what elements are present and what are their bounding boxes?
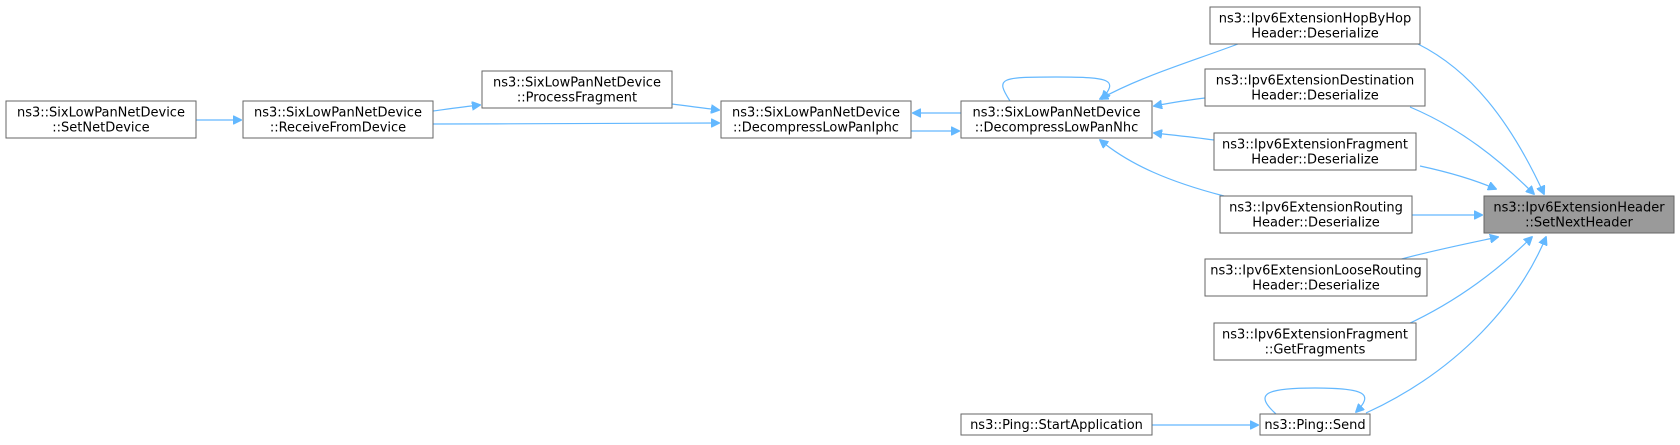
node-label-decompressnhc-line-0: ns3::SixLowPanNetDevice <box>973 106 1141 121</box>
node-label-receivefromdevice-line-1: ::ReceiveFromDevice <box>270 121 406 136</box>
edge-looserouting-to-setnextheader <box>1397 237 1498 261</box>
node-box-destination <box>1204 68 1426 107</box>
node-label-routing-line-0: ns3::Ipv6ExtensionRouting <box>1229 201 1403 216</box>
node-label-setnetdevice-line-0: ns3::SixLowPanNetDevice <box>17 106 185 121</box>
node-routing[interactable]: ns3::Ipv6ExtensionRoutingHeader::Deseria… <box>1219 195 1413 234</box>
node-label-decompressiphc-line-0: ns3::SixLowPanNetDevice <box>732 106 900 121</box>
edge-hopbyhop-to-setnextheader <box>1417 43 1544 194</box>
node-box-fragmentheader <box>1213 132 1417 171</box>
node-label-processfragment-line-0: ns3::SixLowPanNetDevice <box>493 76 661 91</box>
edge-receivefromdevice-to-decompressiphc <box>432 123 719 124</box>
edge-processfragment-to-decompressiphc <box>671 103 719 110</box>
node-receivefromdevice[interactable]: ns3::SixLowPanNetDevice::ReceiveFromDevi… <box>242 100 434 139</box>
edge-pingsend-to-setnextheader <box>1365 237 1546 414</box>
node-box-receivefromdevice <box>242 100 434 139</box>
node-label-destination-line-0: ns3::Ipv6ExtensionDestination <box>1216 74 1415 89</box>
node-label-fragmentheader-line-0: ns3::Ipv6ExtensionFragment <box>1222 138 1408 153</box>
node-label-hopbyhop-line-0: ns3::Ipv6ExtensionHopByHop <box>1219 12 1412 27</box>
edge-destination-to-setnextheader <box>1409 106 1534 194</box>
node-label-startapplication-line-0: ns3::Ping::StartApplication <box>970 418 1143 433</box>
node-label-routing-line-1: Header::Deserialize <box>1252 216 1380 231</box>
node-processfragment[interactable]: ns3::SixLowPanNetDevice::ProcessFragment <box>481 70 673 109</box>
node-box-processfragment <box>481 70 673 109</box>
node-box-startapplication <box>960 413 1153 436</box>
node-label-decompressiphc-line-1: ::DecompressLowPanIphc <box>733 121 899 136</box>
node-box-routing <box>1219 195 1413 234</box>
edge-fragmentheader-to-decompressnhc <box>1154 133 1215 141</box>
node-label-receivefromdevice-line-0: ns3::SixLowPanNetDevice <box>254 106 422 121</box>
node-destination[interactable]: ns3::Ipv6ExtensionDestinationHeader::Des… <box>1204 68 1426 107</box>
node-box-setnextheader <box>1483 195 1675 234</box>
node-setnetdevice[interactable]: ns3::SixLowPanNetDevice::SetNetDevice <box>5 100 197 139</box>
edge-fragmentheader-to-setnextheader <box>1419 165 1496 189</box>
node-pingsend[interactable]: ns3::Ping::Send <box>1259 413 1371 436</box>
edge-getfragments-to-setnextheader <box>1405 237 1532 326</box>
node-box-setnetdevice <box>5 100 197 139</box>
node-startapplication[interactable]: ns3::Ping::StartApplication <box>960 413 1153 436</box>
node-box-pingsend <box>1259 413 1371 436</box>
node-label-pingsend-line-0: ns3::Ping::Send <box>1264 418 1365 433</box>
node-hopbyhop[interactable]: ns3::Ipv6ExtensionHopByHopHeader::Deseri… <box>1209 6 1421 45</box>
node-box-hopbyhop <box>1209 6 1421 45</box>
node-label-processfragment-line-1: ::ProcessFragment <box>517 91 637 106</box>
node-label-decompressnhc-line-1: ::DecompressLowPanNhc <box>975 121 1139 136</box>
node-label-fragmentheader-line-1: Header::Deserialize <box>1251 153 1379 168</box>
edge-receivefromdevice-to-processfragment <box>432 105 480 112</box>
node-label-setnextheader-line-1: ::SetNextHeader <box>1525 216 1633 231</box>
node-label-destination-line-1: Header::Deserialize <box>1251 89 1379 104</box>
node-looserouting[interactable]: ns3::Ipv6ExtensionLooseRoutingHeader::De… <box>1204 258 1428 297</box>
node-getfragments[interactable]: ns3::Ipv6ExtensionFragment::GetFragments <box>1213 322 1417 361</box>
node-label-looserouting-line-0: ns3::Ipv6ExtensionLooseRouting <box>1210 264 1421 279</box>
node-decompressnhc[interactable]: ns3::SixLowPanNetDevice::DecompressLowPa… <box>960 100 1153 139</box>
node-box-looserouting <box>1204 258 1428 297</box>
edge-pingsend-to-pingsend <box>1264 387 1366 415</box>
node-box-decompressiphc <box>720 100 912 139</box>
node-box-getfragments <box>1213 322 1417 361</box>
node-fragmentheader[interactable]: ns3::Ipv6ExtensionFragmentHeader::Deseri… <box>1213 132 1417 171</box>
nodes-layer: ns3::SixLowPanNetDevice::SetNetDevicens3… <box>5 6 1675 436</box>
node-setnextheader[interactable]: ns3::Ipv6ExtensionHeader::SetNextHeader <box>1483 195 1675 234</box>
edge-routing-to-decompressnhc <box>1100 140 1225 197</box>
edges-layer <box>196 43 1546 425</box>
node-label-setnextheader-line-0: ns3::Ipv6ExtensionHeader <box>1493 201 1665 216</box>
node-label-setnetdevice-line-1: ::SetNetDevice <box>52 121 149 136</box>
node-decompressiphc[interactable]: ns3::SixLowPanNetDevice::DecompressLowPa… <box>720 100 912 139</box>
node-box-decompressnhc <box>960 100 1153 139</box>
edge-destination-to-decompressnhc <box>1154 97 1206 106</box>
node-label-getfragments-line-0: ns3::Ipv6ExtensionFragment <box>1222 328 1408 343</box>
node-label-looserouting-line-1: Header::Deserialize <box>1252 279 1380 294</box>
node-label-getfragments-line-1: ::GetFragments <box>1265 343 1366 358</box>
node-label-hopbyhop-line-1: Header::Deserialize <box>1251 27 1379 42</box>
edge-decompressnhc-to-decompressnhc <box>1002 76 1110 102</box>
edge-hopbyhop-to-decompressnhc <box>1100 43 1239 99</box>
